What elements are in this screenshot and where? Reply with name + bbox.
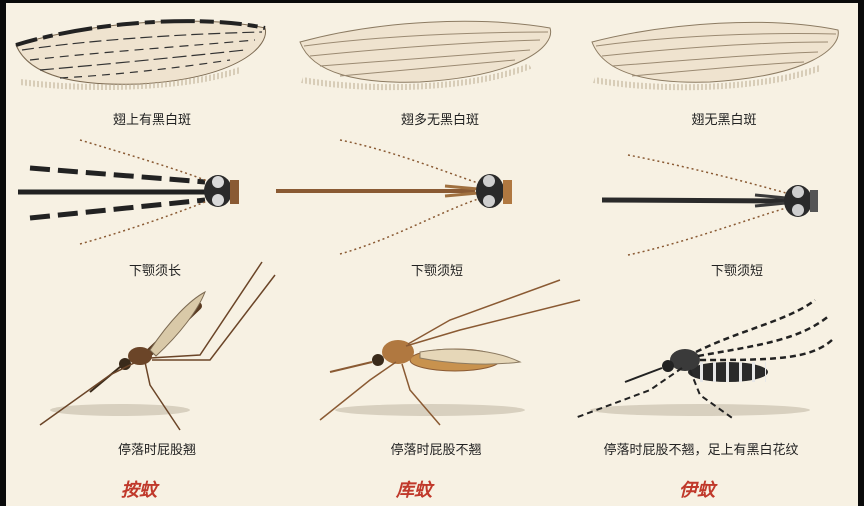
culex-wing-icon [299,20,552,91]
posture-caption-culex: 停落时屁股不翘 [390,443,482,458]
genus-label-aedes: 伊蚊 [679,480,715,501]
anopheles-head-icon [18,139,239,245]
posture-caption-aedes: 停落时屁股不翘，足上有黑白花纹 [603,443,799,458]
anopheles-wing-icon [15,19,267,90]
palp-caption-anopheles: 下颚须长 [128,264,182,279]
culex-body-icon [319,279,581,426]
aedes-wing-icon [591,21,839,91]
palp-caption-aedes: 下颚须短 [710,264,764,279]
wing-caption-aedes: 翅无黑白斑 [691,113,757,128]
palp-caption-culex: 下颚须短 [410,264,464,279]
posture-caption-anopheles: 停落时屁股翘 [117,443,197,458]
aedes-body-icon [574,299,833,421]
anopheles-body-icon [39,261,276,431]
genus-label-culex: 库蚊 [396,480,432,501]
culex-head-icon [276,139,512,255]
genus-label-anopheles: 按蚊 [121,480,157,501]
wing-caption-culex: 翅多无黑白斑 [400,113,480,128]
aedes-head-icon [601,154,818,256]
wing-caption-anopheles: 翅上有黑白斑 [112,113,192,128]
